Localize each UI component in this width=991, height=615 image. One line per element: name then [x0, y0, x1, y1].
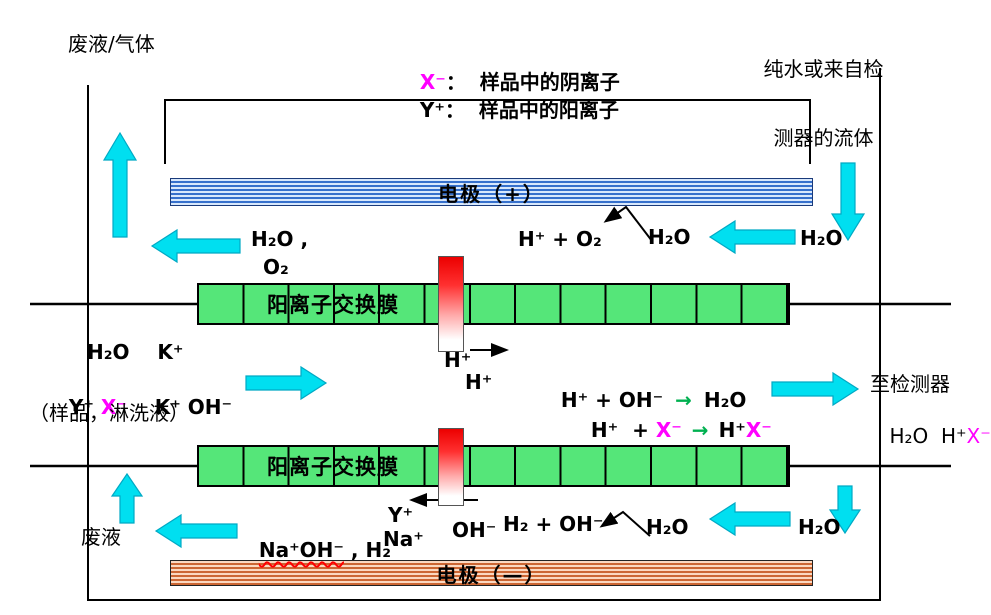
- top-inflow-h2o: H₂O: [800, 226, 843, 250]
- legend-cation-desc: ： 样品中的阳离子: [444, 98, 619, 122]
- flow-arrow-eluent-right-icon: [245, 365, 328, 401]
- anode-products: H⁺ + O₂: [518, 227, 602, 251]
- detector-flow: H₂O H⁺X⁻: [864, 402, 991, 471]
- inner-chamber-line: [164, 99, 811, 164]
- membrane-bottom-label: 阳离子交换膜: [267, 455, 399, 479]
- flow-arrow-waste-left-top-icon: [150, 228, 241, 264]
- cation-exchange-membrane-top: 阳离子交换膜: [197, 283, 790, 325]
- reaction2-arrow-icon: →: [691, 418, 709, 442]
- proton-flow-bar-bottom: [438, 428, 464, 506]
- flow-arrow-inflow-down-top-icon: [830, 162, 866, 242]
- inflow-label-line2: 测器的流体: [773, 126, 874, 150]
- waste-gas-label: 废液/气体: [68, 32, 155, 56]
- electrode-negative: 电极（—）: [170, 560, 813, 587]
- legend-anion-symbol: X⁻: [419, 70, 446, 94]
- membrane-top-label: 阳离子交换膜: [267, 293, 399, 317]
- reaction1-arrow-icon: →: [675, 388, 692, 412]
- cation-exchange-membrane-bottom: 阳离子交换膜: [197, 445, 790, 487]
- legend-cation-symbol: Y⁺: [419, 98, 445, 122]
- h2o-to-anode-arrow: [603, 205, 653, 242]
- proton-flow-bar-top: [438, 256, 464, 352]
- detector-flow-x: X⁻: [966, 424, 991, 448]
- eluent-x: X⁻: [100, 395, 127, 419]
- proton-label-1: H⁺: [444, 348, 472, 372]
- inflow-label-line1: 纯水或来自检: [763, 57, 884, 81]
- eluent-line1: H₂O K⁺: [87, 340, 184, 364]
- reaction2-lhs: H⁺ +: [590, 418, 656, 442]
- electrode-positive: 电极（+）: [170, 178, 813, 206]
- eluent-line2: Y⁺ X⁻ K⁺ OH⁻: [41, 373, 232, 442]
- flow-arrow-inflow-left-bottom-icon: [708, 501, 791, 537]
- bottom-inflow-h2o: H₂O: [798, 515, 841, 539]
- eluent-note: （样品，淋洗液）: [29, 401, 189, 425]
- detector-flow-main: H₂O H⁺: [889, 424, 967, 448]
- eluent-y: Y⁺: [68, 395, 101, 419]
- reaction2-rhs-x: X⁻: [745, 418, 772, 442]
- reaction1-rhs: H₂O: [703, 388, 747, 412]
- h2o-to-cathode-arrow: [599, 510, 651, 537]
- flow-arrow-waste-gas-up-icon: [102, 131, 138, 238]
- reaction2-rhs-h: H⁺: [718, 418, 746, 442]
- reaction2-x: X⁻: [655, 418, 682, 442]
- electrode-positive-label: 电极（+）: [438, 181, 545, 206]
- electrode-negative-label: 电极（—）: [436, 562, 547, 587]
- eluent-rest: K⁺ OH⁻: [126, 395, 233, 419]
- legend-anion-desc: ： 样品中的阴离子: [445, 70, 620, 94]
- reaction-acid-formation: H⁺ + X⁻→H⁺X⁻: [563, 396, 772, 465]
- outer-frame-line: [87, 68, 881, 601]
- bottom-waste-naoh: Na⁺OH⁻ , H₂: [231, 516, 391, 585]
- flow-arrow-waste-left-bottom-icon: [154, 513, 238, 549]
- naoh-text: Na⁺OH⁻: [258, 538, 344, 562]
- reaction1-lhs: H⁺ + OH⁻: [560, 388, 664, 412]
- bottom-cation-y: Y⁺: [388, 503, 414, 527]
- to-detector-label: 至检测器: [870, 372, 950, 396]
- bottom-cation-na: Na⁺: [383, 527, 424, 551]
- cathode-source-h2o: H₂O: [646, 515, 689, 539]
- top-waste-o2: O₂: [263, 255, 289, 279]
- legend-cation: Y⁺： 样品中的阳离子: [392, 76, 619, 145]
- reaction-neutralization: H⁺ + OH⁻ → H₂O: [533, 366, 747, 435]
- waste-label: 废液: [81, 525, 121, 549]
- flow-arrow-waste-up-bottom-icon: [110, 472, 144, 524]
- anode-source-h2o: H₂O: [648, 225, 691, 249]
- flow-arrow-inflow-left-top-icon: [708, 219, 796, 255]
- flow-arrow-to-detector-right-icon: [771, 371, 860, 407]
- top-waste-h2o: H₂O ,: [251, 227, 309, 251]
- legend-anion: X⁻： 样品中的阴离子: [392, 48, 620, 117]
- naoh-h2-text: , H₂: [343, 538, 391, 562]
- cathode-products: H₂ + OH⁻: [503, 512, 604, 536]
- proton-label-2: H⁺: [465, 370, 493, 394]
- inflow-label: 纯水或来自检 测器的流体: [736, 12, 911, 196]
- flow-arrow-inflow-down-bottom-icon: [828, 485, 862, 535]
- bottom-oh-minus: OH⁻: [452, 518, 497, 542]
